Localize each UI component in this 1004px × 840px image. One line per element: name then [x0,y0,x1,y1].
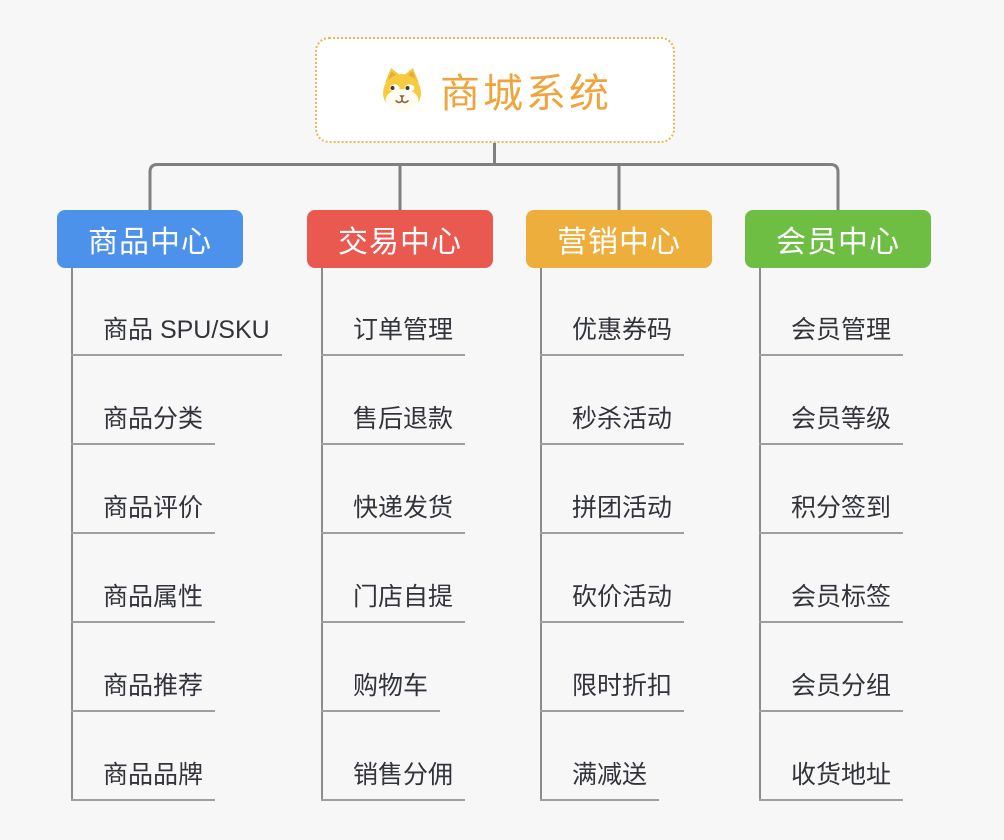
leaf-topic[interactable]: 会员标签 [759,582,904,624]
leaf-topic[interactable]: 快递发货 [321,493,466,535]
branch-trunk-line [71,268,73,801]
leaf-topic[interactable]: 订单管理 [321,315,466,357]
leaf-topic[interactable]: 秒杀活动 [540,404,685,446]
branch-trunk-line [759,268,761,801]
branch-label: 营销中心 [557,226,681,259]
branch-trade-center[interactable]: 交易中心 [307,210,493,268]
branch-label: 会员中心 [776,226,900,259]
leaf-topic[interactable]: 商品 SPU/SKU [71,315,282,357]
leaf-topic[interactable]: 会员等级 [759,404,904,446]
leaf-topic[interactable]: 会员管理 [759,315,904,357]
leaf-topic[interactable]: 商品品牌 [71,760,216,802]
leaf-topic[interactable]: 会员分组 [759,671,904,713]
leaf-topic[interactable]: 商品属性 [71,582,216,624]
branch-product-center[interactable]: 商品中心 [57,210,243,268]
root-topic-title: 商城系统 [440,72,612,116]
branch-marketing-center[interactable]: 营销中心 [526,210,712,268]
leaf-topic[interactable]: 门店自提 [321,582,466,624]
leaf-topic[interactable]: 售后退款 [321,404,466,446]
leaf-topic[interactable]: 满减送 [540,760,660,802]
leaf-topic[interactable]: 销售分佣 [321,760,466,802]
leaf-topic[interactable]: 收货地址 [759,760,904,802]
dog-face-icon [383,68,421,112]
branch-trunk-line [540,268,542,801]
leaf-topic[interactable]: 砍价活动 [540,582,685,624]
branch-label: 商品中心 [88,226,212,259]
branch-label: 交易中心 [338,226,462,259]
leaf-topic[interactable]: 积分签到 [759,493,904,535]
branch-trunk-line [321,268,323,801]
branch-member-center[interactable]: 会员中心 [745,210,931,268]
leaf-topic[interactable]: 拼团活动 [540,493,685,535]
leaf-topic[interactable]: 优惠券码 [540,315,685,357]
leaf-topic[interactable]: 商品评价 [71,493,216,535]
leaf-topic[interactable]: 购物车 [321,671,441,713]
leaf-topic[interactable]: 商品推荐 [71,671,216,713]
leaf-topic[interactable]: 商品分类 [71,404,216,446]
root-topic[interactable]: 商城系统 [315,37,675,143]
leaf-topic[interactable]: 限时折扣 [540,671,685,713]
